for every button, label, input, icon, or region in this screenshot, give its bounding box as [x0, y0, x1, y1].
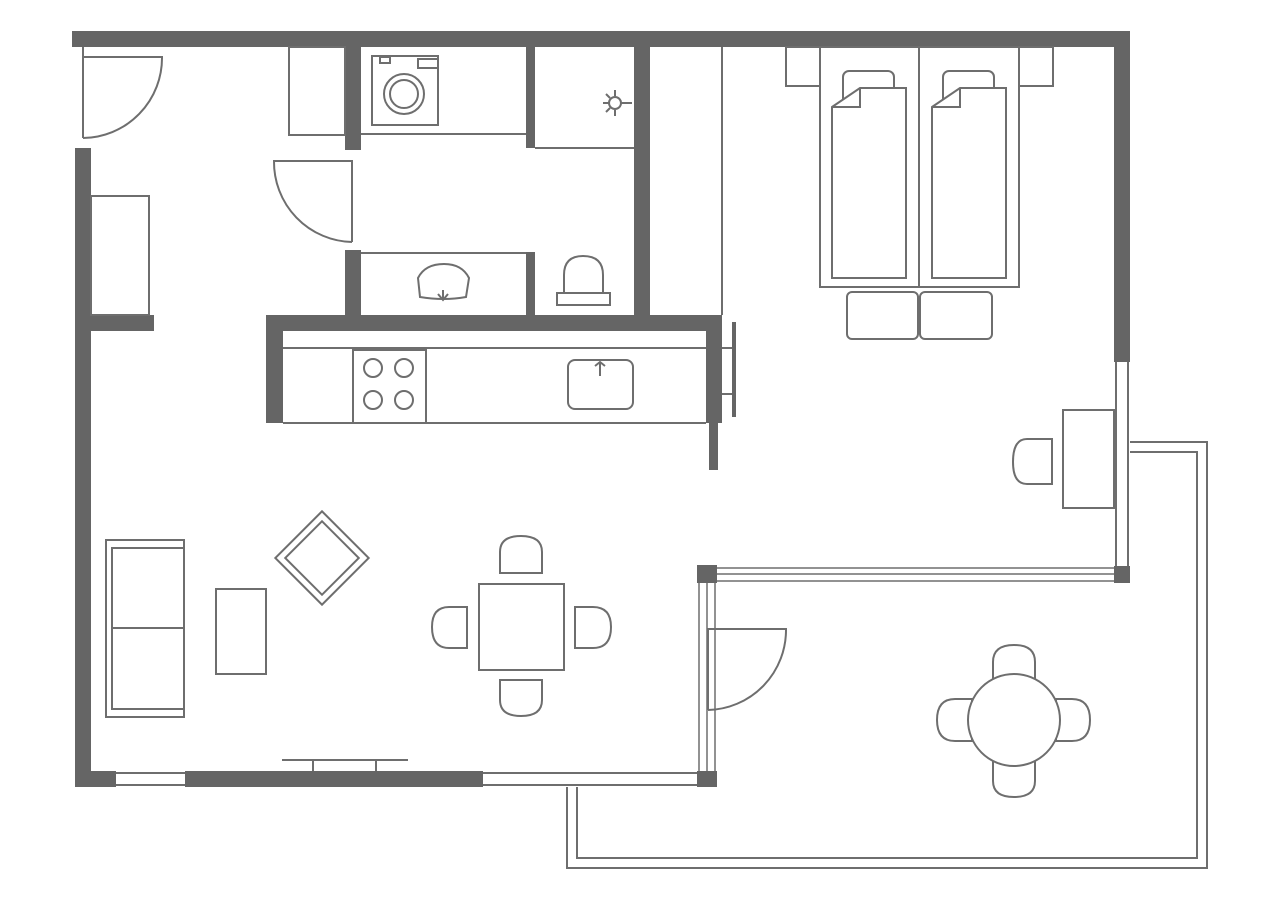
walls: [72, 31, 1130, 787]
kitchen-counter: [283, 347, 706, 424]
armchair-icon: [273, 509, 371, 607]
bar-counter: [722, 322, 736, 417]
shower-icon: [535, 90, 634, 149]
windows: [116, 362, 1129, 786]
toilet-icon: [556, 254, 611, 306]
stove-icon: [363, 358, 414, 410]
kitchen-sink-icon: [567, 359, 634, 410]
washing-machine-icon: [361, 55, 526, 135]
balcony-railing: [566, 441, 1208, 869]
wardrobe: [90, 46, 346, 316]
bed-icon: [785, 46, 1054, 340]
sofa-icon: [105, 539, 185, 718]
desk-icon: [1011, 409, 1115, 509]
sink-icon: [361, 252, 526, 302]
doors: [82, 47, 788, 711]
coffee-table: [215, 588, 267, 675]
round-table-icon: [935, 643, 1092, 799]
dining-table-icon: [430, 534, 613, 718]
